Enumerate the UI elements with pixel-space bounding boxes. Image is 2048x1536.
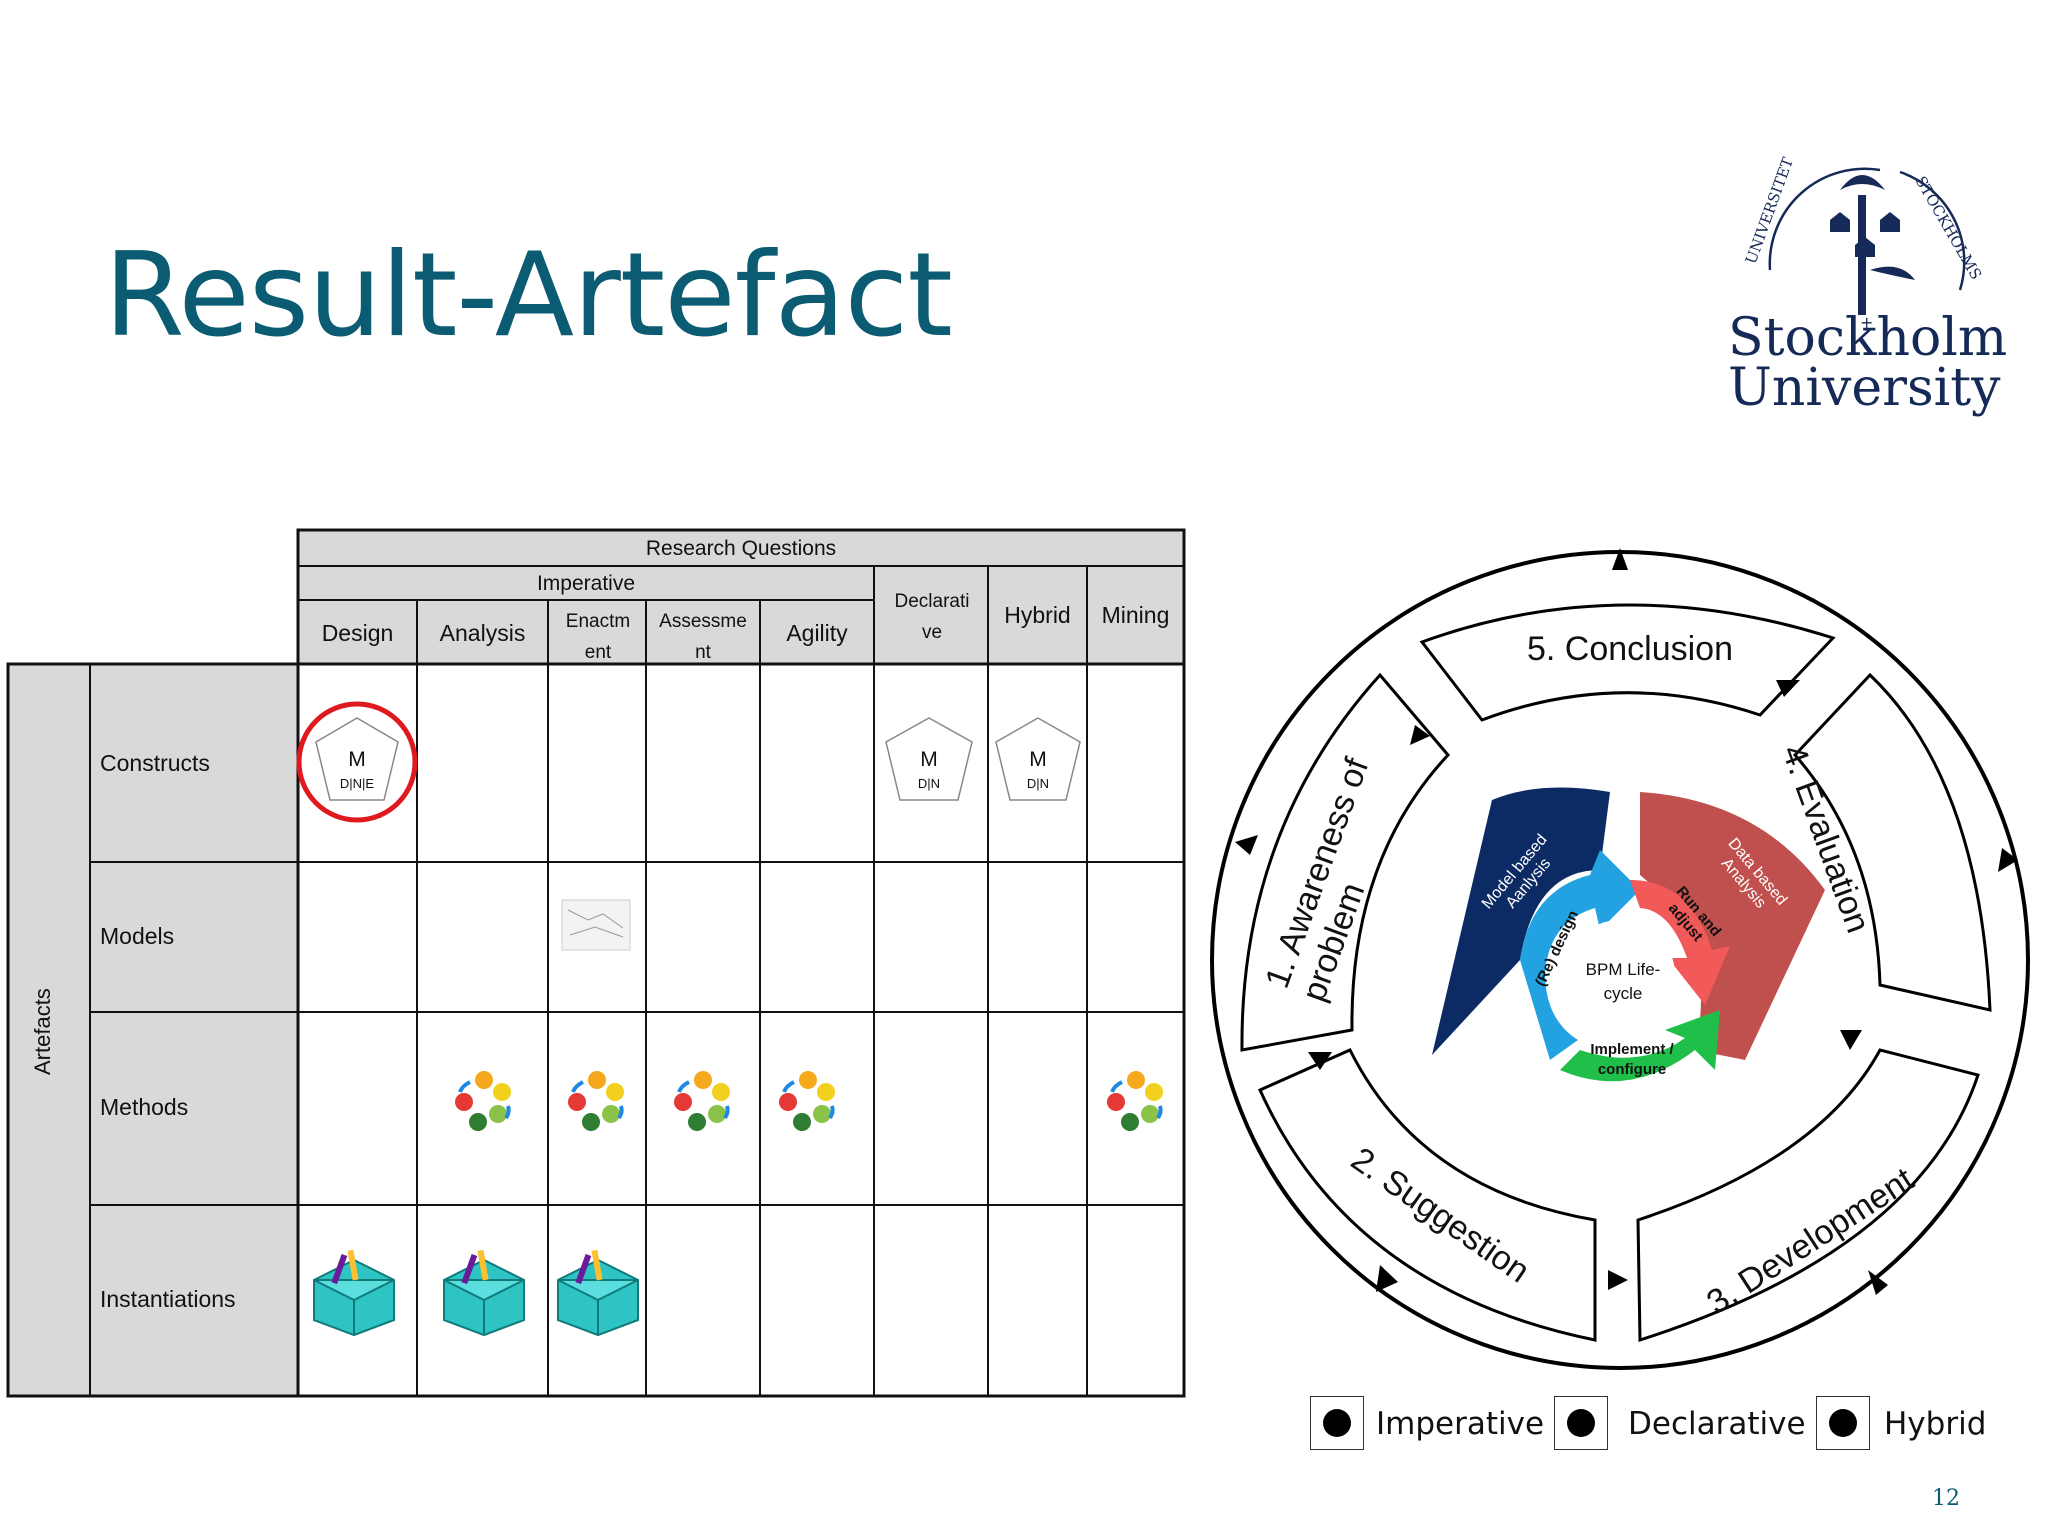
construct-pentagon-hybrid — [995, 717, 1081, 801]
column-mining: Mining — [1101, 602, 1170, 628]
legend-imperative-label: Imperative — [1376, 1406, 1545, 1442]
logo-line-1: Stockholm — [1728, 308, 2008, 368]
construct-pentagon-declarative — [885, 717, 973, 801]
construct-letter-declarative: M — [920, 748, 938, 771]
column-agility: Agility — [786, 620, 848, 646]
row-methods: Methods — [100, 1094, 189, 1120]
bpm-center-line-1: BPM Life- — [1585, 960, 1661, 979]
side-header-artefacts: Artefacts — [30, 988, 55, 1075]
column-enactment: Enactm ent — [565, 611, 631, 663]
construct-letter-design: M — [348, 748, 366, 771]
slide-title: Result-Artefact — [104, 228, 953, 363]
legend-imperative-box — [1310, 1396, 1364, 1450]
legend-declarative-dot — [1567, 1409, 1595, 1437]
implement-line-2: configure — [1597, 1061, 1667, 1078]
segment-development — [1636, 1048, 1980, 1343]
svg-text:+: + — [1860, 313, 1873, 332]
design-cycle-diagram — [1210, 548, 2030, 1370]
header-research-questions: Research Questions — [645, 537, 837, 560]
legend-declarative-label: Declarative — [1628, 1406, 1806, 1442]
implement-line-1: Implement / — [1590, 1041, 1674, 1058]
construct-letter-hybrid: M — [1029, 748, 1047, 771]
column-analysis: Analysis — [439, 620, 526, 646]
segment-evaluation — [1792, 672, 1992, 1012]
header-imperative: Imperative — [536, 572, 636, 595]
construct-sub-declarative: D|N — [917, 776, 941, 791]
legend-hybrid-label: Hybrid — [1884, 1406, 1987, 1442]
logo-line-2: University — [1728, 358, 2001, 418]
legend-imperative-dot — [1323, 1409, 1351, 1437]
page-number: 12 — [1932, 1486, 1960, 1511]
column-hybrid: Hybrid — [1004, 602, 1071, 628]
row-constructs: Constructs — [100, 750, 210, 776]
column-declarative: Declarati ve — [894, 591, 970, 643]
legend-hybrid-box — [1816, 1396, 1870, 1450]
row-models: Models — [100, 923, 175, 949]
bpm-center-line-2: cycle — [1603, 984, 1643, 1003]
column-design: Design — [321, 620, 394, 646]
construct-sub-design: D|N|E — [339, 776, 375, 791]
model-sketch-icon — [561, 899, 631, 951]
phase-conclusion: 5. Conclusion — [1526, 630, 1733, 668]
construct-sub-hybrid: D|N — [1026, 776, 1050, 791]
university-seal-icon: UNIVERSITET STOCKHOLMS + — [1742, 155, 1985, 332]
column-assessment: Assessme nt — [659, 611, 747, 663]
bpm-center-label: BPM Life- cycle — [1578, 958, 1668, 1006]
construct-pentagon-design — [315, 717, 399, 801]
segment-awareness — [1240, 672, 1451, 1052]
legend-declarative-box — [1554, 1396, 1608, 1450]
legend-hybrid-dot — [1829, 1409, 1857, 1437]
implement-label: Implement / configure — [1572, 1040, 1692, 1080]
highlight-circle — [296, 701, 418, 823]
segment-suggestion — [1258, 1048, 1597, 1342]
row-instantiations: Instantiations — [100, 1286, 236, 1312]
segment-conclusion — [1419, 603, 1836, 722]
